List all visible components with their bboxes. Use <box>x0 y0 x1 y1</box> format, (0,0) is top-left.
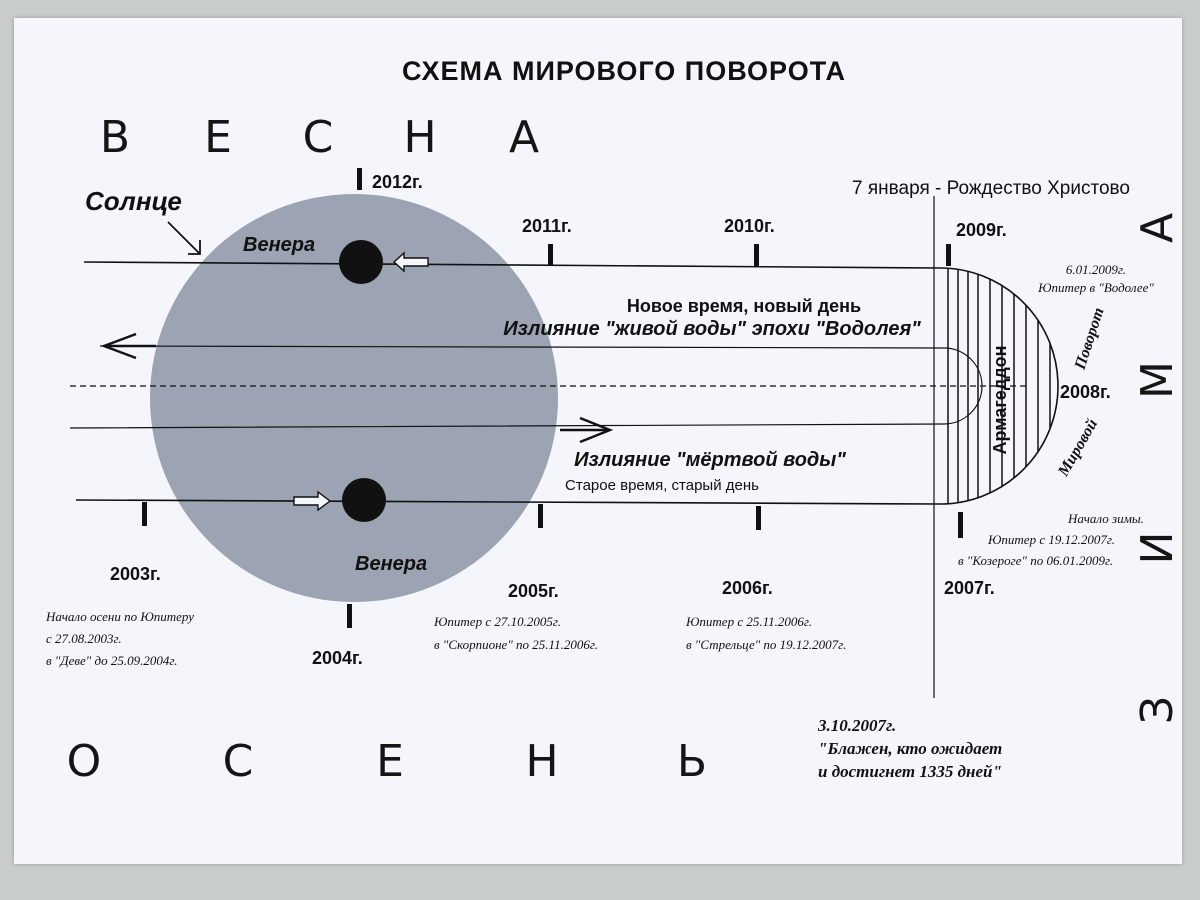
note-winter-start: Начало зимы. Юпитер с 19.12.2007г. в "Ко… <box>958 511 1144 568</box>
season-letter: Е <box>204 112 232 163</box>
world-label: Мировой <box>1054 416 1101 480</box>
sun-disc <box>150 194 558 602</box>
season-letter: А <box>509 112 539 163</box>
season-letter: С <box>303 112 334 163</box>
year-2010: 2010г. <box>724 216 775 236</box>
season-letter: Н <box>403 112 436 163</box>
year-2009: 2009г. <box>956 220 1007 240</box>
sun-label: Солнце <box>85 186 182 216</box>
year-2005: 2005г. <box>508 581 559 601</box>
venus-top-dot <box>339 240 383 284</box>
diagram-title: СХЕМА МИРОВОГО ПОВОРОТА <box>402 56 846 86</box>
old-time-label: Старое время, старый день <box>565 477 759 494</box>
season-autumn: О С Е Н Ь <box>67 736 707 787</box>
note-2009: 6.01.2009г. Юпитер в "Водолее" <box>1037 262 1154 295</box>
venus-bottom-dot <box>342 478 386 522</box>
season-letter: А <box>1132 213 1183 243</box>
year-2007: 2007г. <box>944 578 995 598</box>
svg-text:Юпитер с 25.11.2006г.: Юпитер с 25.11.2006г. <box>685 614 812 629</box>
svg-text:Юпитер с 27.10.2005г.: Юпитер с 27.10.2005г. <box>433 614 561 629</box>
svg-text:в "Стрельце" по 19.12.2007г.: в "Стрельце" по 19.12.2007г. <box>686 637 846 652</box>
season-letter: Ь <box>677 736 707 787</box>
note-quote: 3.10.2007г. "Блажен, кто ожидает и дости… <box>817 716 1002 781</box>
year-2006: 2006г. <box>722 578 773 598</box>
outer-orbit <box>75 261 1059 505</box>
dead-water-label: Излияние "мёртвой воды" <box>574 449 846 471</box>
svg-text:Начало осени по Юпитеру: Начало осени по Юпитеру <box>45 609 194 624</box>
svg-text:"Блажен, кто ожидает: "Блажен, кто ожидает <box>818 739 1002 758</box>
season-letter: Е <box>376 736 404 787</box>
new-time-label: Новое время, новый день <box>627 296 861 316</box>
hollow-arrow-left-icon <box>392 251 429 273</box>
venus-bottom-label: Венера <box>355 553 427 575</box>
svg-text:Юпитер в "Водолее": Юпитер в "Водолее" <box>1037 280 1154 295</box>
season-letter: З <box>1132 696 1183 724</box>
living-water-label: Излияние "живой воды" эпохи "Водолея" <box>503 318 921 340</box>
season-letter: В <box>100 112 130 163</box>
svg-text:6.01.2009г.: 6.01.2009г. <box>1066 262 1126 277</box>
season-letter: С <box>223 736 254 787</box>
season-letter: М <box>1132 361 1183 399</box>
svg-text:Юпитер с 19.12.2007г.: Юпитер с 19.12.2007г. <box>987 532 1115 547</box>
year-2004: 2004г. <box>312 648 363 668</box>
svg-text:в "Козероге" по 06.01.2009г.: в "Козероге" по 06.01.2009г. <box>958 553 1113 568</box>
venus-top-label: Венера <box>243 234 315 256</box>
year-2003: 2003г. <box>110 564 161 584</box>
christmas-label: 7 января - Рождество Христово <box>852 178 1130 199</box>
svg-text:с 27.08.2003г.: с 27.08.2003г. <box>46 631 122 646</box>
hollow-arrow-right-icon <box>293 490 332 512</box>
svg-text:Начало зимы.: Начало зимы. <box>1067 511 1144 526</box>
year-2008: 2008г. <box>1060 382 1111 402</box>
note-2005: Юпитер с 27.10.2005г. в "Скорпионе" по 2… <box>433 614 598 652</box>
season-spring: В Е С Н А <box>100 112 539 163</box>
season-winter: З И М А <box>1132 213 1183 724</box>
svg-text:в "Скорпионе" по 25.11.2006г.: в "Скорпионе" по 25.11.2006г. <box>434 637 598 652</box>
note-autumn-start: Начало осени по Юпитеру с 27.08.2003г. в… <box>45 609 194 668</box>
armageddon-label: Армагеддон <box>990 345 1010 454</box>
year-2012: 2012г. <box>372 172 423 192</box>
season-letter: О <box>67 736 102 787</box>
note-2006: Юпитер с 25.11.2006г. в "Стрельце" по 19… <box>685 614 846 652</box>
svg-text:в "Деве" до 25.09.2004г.: в "Деве" до 25.09.2004г. <box>46 653 178 668</box>
year-2011: 2011г. <box>522 216 572 236</box>
turn-label: Поворот <box>1071 306 1107 373</box>
sun-pointer-arrow-icon <box>167 221 201 255</box>
year-ticks <box>142 168 963 628</box>
svg-text:3.10.2007г.: 3.10.2007г. <box>817 716 896 735</box>
svg-text:и достигнет 1335 дней": и достигнет 1335 дней" <box>818 762 1002 781</box>
season-letter: И <box>1132 532 1183 565</box>
season-letter: Н <box>525 736 558 787</box>
